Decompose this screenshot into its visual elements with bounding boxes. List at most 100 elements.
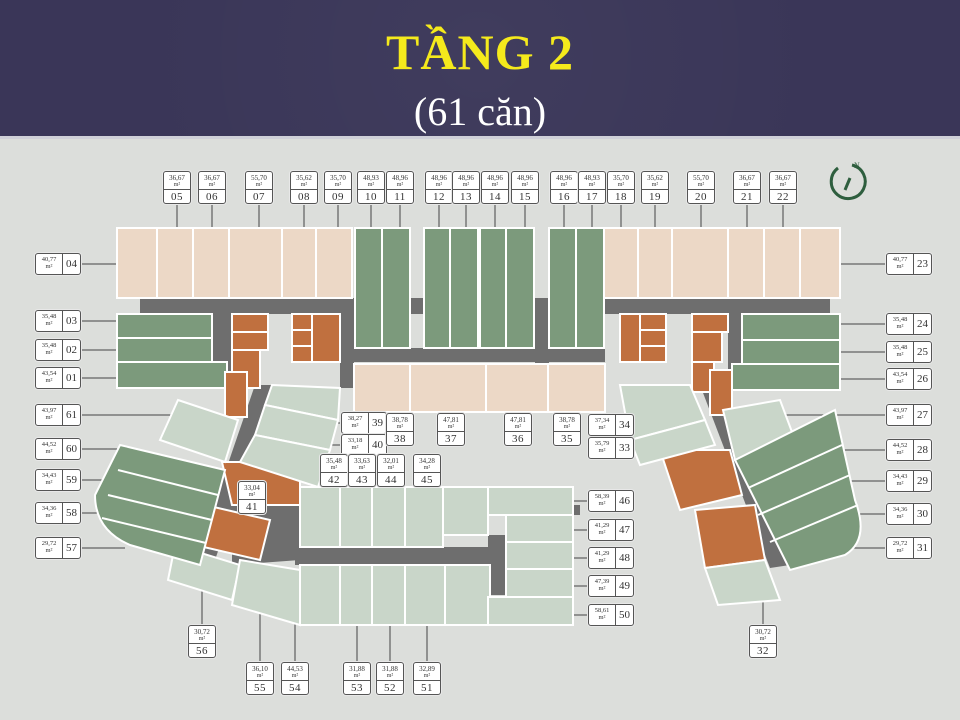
unit-area-unit: m² [45, 448, 53, 455]
unit-number: 34 [619, 419, 630, 431]
unit-area-unit: m² [377, 673, 403, 681]
floor-plan: N [81, 161, 886, 662]
unit-area: 41,29 [594, 550, 610, 557]
unit-area: 38,78 [392, 416, 408, 424]
unit-area-unit: m² [321, 465, 347, 473]
unit-area: 32,01 [383, 457, 399, 465]
unit-area: 32,89 [419, 665, 435, 673]
unit-number: 05 [171, 191, 183, 203]
right-pale-units [618, 384, 797, 607]
unit-area-unit: m² [453, 182, 479, 190]
unit-area: 48,93 [584, 174, 600, 182]
unit-area: 38,78 [559, 416, 575, 424]
unit-number: 49 [619, 580, 630, 592]
unit-number: 15 [519, 191, 531, 203]
unit-number: 30 [917, 508, 928, 520]
unit-area: 30,72 [194, 628, 210, 636]
unit-area: 44,52 [892, 442, 908, 449]
unit-number: 44 [385, 474, 397, 486]
unit-number: 27 [917, 409, 928, 421]
unit-area: 37,34 [594, 417, 610, 424]
unit-area-unit: m² [598, 424, 606, 431]
unit-number: 59 [66, 474, 77, 486]
unit-number: 12 [433, 191, 445, 203]
unit-number: 58 [66, 507, 77, 519]
unit-area: 34,28 [419, 457, 435, 465]
unit-area: 35,48 [892, 344, 908, 351]
unit-area-unit: m² [896, 513, 904, 520]
unit-area-unit: m² [896, 414, 904, 421]
unit-area-unit: m² [598, 529, 606, 536]
left-green-units [116, 313, 228, 389]
unit-area: 48,96 [431, 174, 447, 182]
unit-number: 38 [394, 433, 406, 445]
